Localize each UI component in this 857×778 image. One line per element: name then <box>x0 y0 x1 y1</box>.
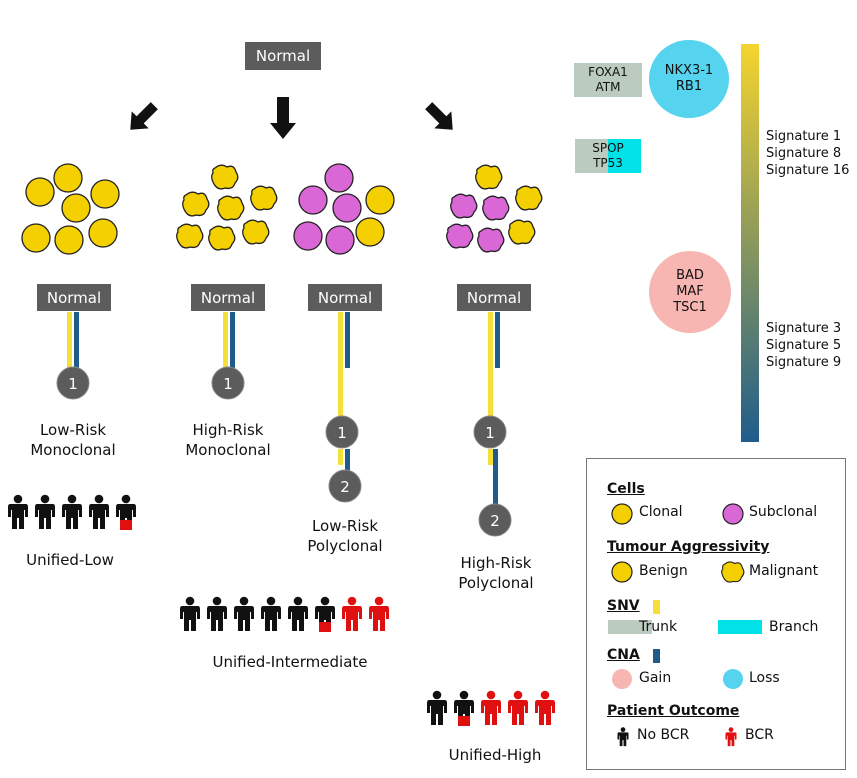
trunk-snv-genes: FOXA1 ATM <box>574 63 642 97</box>
people-group-high <box>427 690 555 726</box>
legend-subclonal: Subclonal <box>749 504 818 520</box>
gain-genes: BAD MAF TSC1 <box>649 251 731 333</box>
subtype-label: High-Risk Polyclonal <box>458 554 534 592</box>
legend-trunk: Trunk <box>639 619 678 635</box>
arrow-down <box>270 97 296 139</box>
cluster-subclonal-benign <box>293 163 395 255</box>
subtype-label: High-Risk Monoclonal <box>185 421 271 459</box>
clone-label: 2 <box>340 478 350 496</box>
loss-swatch <box>723 669 743 689</box>
signatures-bottom: Signature 3 Signature 5 Signature 9 <box>766 321 842 370</box>
legend-swatches <box>608 503 762 747</box>
subtype-label: Low-Risk Monoclonal <box>30 421 116 459</box>
clone-label: 1 <box>223 375 233 393</box>
clone-label: 1 <box>485 424 495 442</box>
normal-node: Normal <box>37 284 111 311</box>
tree-3 <box>325 312 362 503</box>
group-label: Unified-High <box>448 746 542 764</box>
branch-snv-genes: SPOP TP53 <box>575 139 641 173</box>
clonal-swatch <box>611 503 633 525</box>
no-bcr-icon <box>617 727 629 747</box>
legend-benign: Benign <box>639 563 688 579</box>
legend-loss: Loss <box>749 670 780 686</box>
loss-genes: NKX3-1 RB1 <box>649 40 729 118</box>
legend-clonal: Clonal <box>639 504 683 520</box>
people-group-low <box>8 494 136 530</box>
branch-swatch <box>718 620 762 634</box>
people-group-intermediate <box>180 596 389 632</box>
normal-node: Normal <box>308 284 382 311</box>
benign-swatch <box>611 561 633 583</box>
gain-swatch <box>612 669 632 689</box>
arrow-right <box>425 102 453 130</box>
tree-4 <box>473 312 512 537</box>
subclonal-swatch <box>722 503 744 525</box>
legend-outcome-title: Patient Outcome <box>607 703 740 719</box>
cluster-clonal-malignant <box>176 164 278 251</box>
tree-2 <box>211 312 245 400</box>
clone-label: 2 <box>490 512 500 530</box>
arrows <box>130 97 453 139</box>
legend: Cells Clonal Subclonal Tumour Aggressivi… <box>586 458 846 770</box>
normal-node: Normal <box>191 284 265 311</box>
signature-gradient-bar <box>741 44 759 442</box>
cluster-subclonal-malignant <box>446 164 543 253</box>
clone-label: 1 <box>337 424 347 442</box>
legend-snv-title: SNV <box>607 598 640 614</box>
arrow-left <box>130 102 158 130</box>
normal-node: Normal <box>457 284 531 311</box>
cluster-clonal-benign <box>21 163 120 255</box>
signatures-top: Signature 1 Signature 8 Signature 16 <box>766 129 850 178</box>
malignant-swatch <box>721 561 745 583</box>
legend-branch: Branch <box>769 619 819 635</box>
legend-gain: Gain <box>639 670 672 686</box>
legend-cells-title: Cells <box>607 481 645 497</box>
cna-swatch <box>653 649 660 663</box>
trunk-swatch <box>608 620 652 634</box>
group-label: Unified-Low <box>26 551 114 569</box>
legend-malignant: Malignant <box>749 563 819 579</box>
legend-cna-title: CNA <box>607 647 640 663</box>
legend-aggr-title: Tumour Aggressivity <box>607 539 770 555</box>
tree-1 <box>56 312 90 400</box>
subtype-label: Low-Risk Polyclonal <box>307 517 383 555</box>
normal-node-top: Normal <box>245 42 321 70</box>
bcr-icon <box>725 727 737 747</box>
group-label: Unified-Intermediate <box>212 653 368 671</box>
snv-swatch <box>653 600 660 614</box>
legend-bcr: BCR <box>745 727 774 743</box>
legend-no-bcr: No BCR <box>637 727 690 743</box>
clone-label: 1 <box>68 375 78 393</box>
